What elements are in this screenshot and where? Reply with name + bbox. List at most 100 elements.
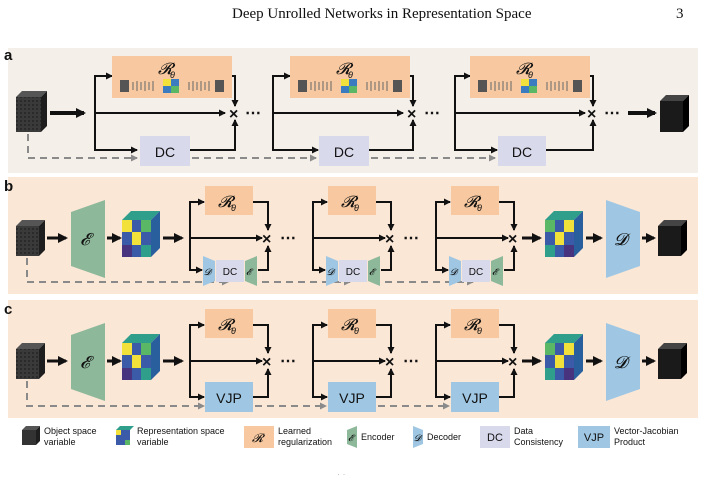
- regularizer-block-c3: 𝓡θ: [451, 309, 499, 338]
- ellipsis-b2: ⋯: [403, 230, 419, 247]
- svg-text:Object space: Object space: [44, 426, 97, 436]
- ellipsis-a3: ⋯: [604, 105, 620, 122]
- svg-text:DC: DC: [346, 267, 360, 278]
- object-cube-output-b: [658, 220, 687, 256]
- svg-text:𝓡: 𝓡: [218, 317, 236, 334]
- regularizer-block-a3: 𝓡 θ: [470, 56, 590, 98]
- svg-text:𝓡: 𝓡: [158, 61, 176, 78]
- svg-text:𝓓: 𝓓: [414, 433, 423, 443]
- svg-text:VJP: VJP: [339, 390, 365, 406]
- svg-text:𝓔: 𝓔: [492, 267, 500, 277]
- decoder-block-b: 𝓓: [606, 200, 640, 278]
- svg-text:θ: θ: [170, 70, 175, 80]
- regularizer-block-a1: 𝓡 θ: [112, 56, 232, 98]
- svg-text:𝓓: 𝓓: [614, 353, 631, 372]
- decoded-dc-encoded-block-b2: 𝓓 DC 𝓔: [326, 256, 380, 286]
- combine-node-b3: ×: [508, 231, 517, 248]
- svg-text:𝓡: 𝓡: [464, 317, 482, 334]
- svg-text:Learned: Learned: [278, 426, 311, 436]
- svg-text:DC: DC: [469, 267, 483, 278]
- decoder-block-c: 𝓓: [606, 323, 640, 401]
- object-cube-input-c: [16, 343, 45, 379]
- svg-text:variable: variable: [44, 437, 76, 447]
- svg-text:θ: θ: [528, 70, 533, 80]
- dc-block-a2: DC: [319, 136, 369, 166]
- svg-text:θ: θ: [354, 203, 359, 213]
- svg-text:DC: DC: [155, 144, 175, 160]
- svg-text:Representation space: Representation space: [137, 426, 225, 436]
- decoded-dc-encoded-block-b1: 𝓓 DC 𝓔: [203, 256, 257, 286]
- panel-c: c 𝓔: [4, 300, 698, 418]
- combine-node-b2: ×: [385, 231, 394, 248]
- svg-text:𝓡: 𝓡: [252, 431, 266, 445]
- svg-text:𝓡: 𝓡: [516, 61, 534, 78]
- svg-text:Vector-Jacobian: Vector-Jacobian: [614, 426, 679, 436]
- ellipsis-c1: ⋯: [280, 353, 296, 370]
- object-cube-input-a: [16, 91, 47, 132]
- svg-text:θ: θ: [231, 326, 236, 336]
- svg-text:θ: θ: [477, 326, 482, 336]
- panel-c-letter: c: [4, 301, 12, 318]
- svg-text:𝓓: 𝓓: [614, 230, 631, 249]
- svg-text:DC: DC: [334, 144, 354, 160]
- svg-text:Decoder: Decoder: [427, 432, 461, 442]
- ellipsis-a1: ⋯: [245, 105, 261, 122]
- combine-node-a2: ×: [407, 106, 416, 123]
- combine-node-a1: ×: [229, 106, 238, 123]
- panel-a-letter: a: [4, 47, 13, 64]
- combine-node-a3: ×: [587, 106, 596, 123]
- regularizer-block-b1: 𝓡θ: [205, 186, 253, 215]
- svg-text:𝓡: 𝓡: [336, 61, 354, 78]
- object-cube-input-b: [16, 220, 45, 256]
- svg-text:𝓡: 𝓡: [464, 194, 482, 211]
- vjp-block-c2: VJP: [328, 382, 376, 412]
- representation-cube-output-b: [545, 211, 583, 257]
- svg-text:Data: Data: [514, 426, 533, 436]
- svg-text:𝓡: 𝓡: [218, 194, 236, 211]
- svg-text:θ: θ: [348, 70, 353, 80]
- decoded-dc-encoded-block-b3: 𝓓 DC 𝓔: [449, 256, 503, 286]
- combine-node-c2: ×: [385, 354, 394, 371]
- ellipsis-a2: ⋯: [424, 105, 440, 122]
- svg-text:𝓓: 𝓓: [204, 267, 213, 277]
- encoder-block-c: 𝓔: [71, 323, 105, 401]
- encoder-block-b: 𝓔: [71, 200, 105, 278]
- svg-text:𝓡: 𝓡: [341, 194, 359, 211]
- svg-text:variable: variable: [137, 437, 169, 447]
- svg-text:Consistency: Consistency: [514, 437, 564, 447]
- svg-text:regularization: regularization: [278, 437, 332, 447]
- page-header: Deep Unrolled Networks in Representation…: [0, 4, 705, 26]
- panel-b-letter: b: [4, 178, 13, 195]
- vjp-block-c1: VJP: [205, 382, 253, 412]
- combine-node-c3: ×: [508, 354, 517, 371]
- svg-text:DC: DC: [223, 267, 237, 278]
- regularizer-block-b3: 𝓡θ: [451, 186, 499, 215]
- svg-text:θ: θ: [231, 203, 236, 213]
- svg-text:VJP: VJP: [462, 390, 488, 406]
- combine-node-c1: ×: [262, 354, 271, 371]
- object-cube-output-a: [660, 95, 689, 132]
- object-cube-output-c: [658, 343, 687, 379]
- footer-glyph: · ·: [337, 469, 346, 479]
- page-number: 3: [676, 6, 684, 22]
- dc-block-a3: DC: [498, 136, 546, 166]
- svg-text:θ: θ: [354, 326, 359, 336]
- svg-text:𝓔: 𝓔: [348, 433, 356, 443]
- svg-text:θ: θ: [477, 203, 482, 213]
- regularizer-block-b2: 𝓡θ: [328, 186, 376, 215]
- svg-text:DC: DC: [512, 144, 532, 160]
- legend-encoder: 𝓔 Encoder: [347, 426, 395, 448]
- svg-text:𝓡: 𝓡: [341, 317, 359, 334]
- combine-node-b1: ×: [262, 231, 271, 248]
- regularizer-block-c1: 𝓡θ: [205, 309, 253, 338]
- svg-text:𝓓: 𝓓: [327, 267, 336, 277]
- svg-text:𝓔: 𝓔: [246, 267, 254, 277]
- ellipsis-b1: ⋯: [280, 230, 296, 247]
- panel-a: a: [4, 47, 698, 173]
